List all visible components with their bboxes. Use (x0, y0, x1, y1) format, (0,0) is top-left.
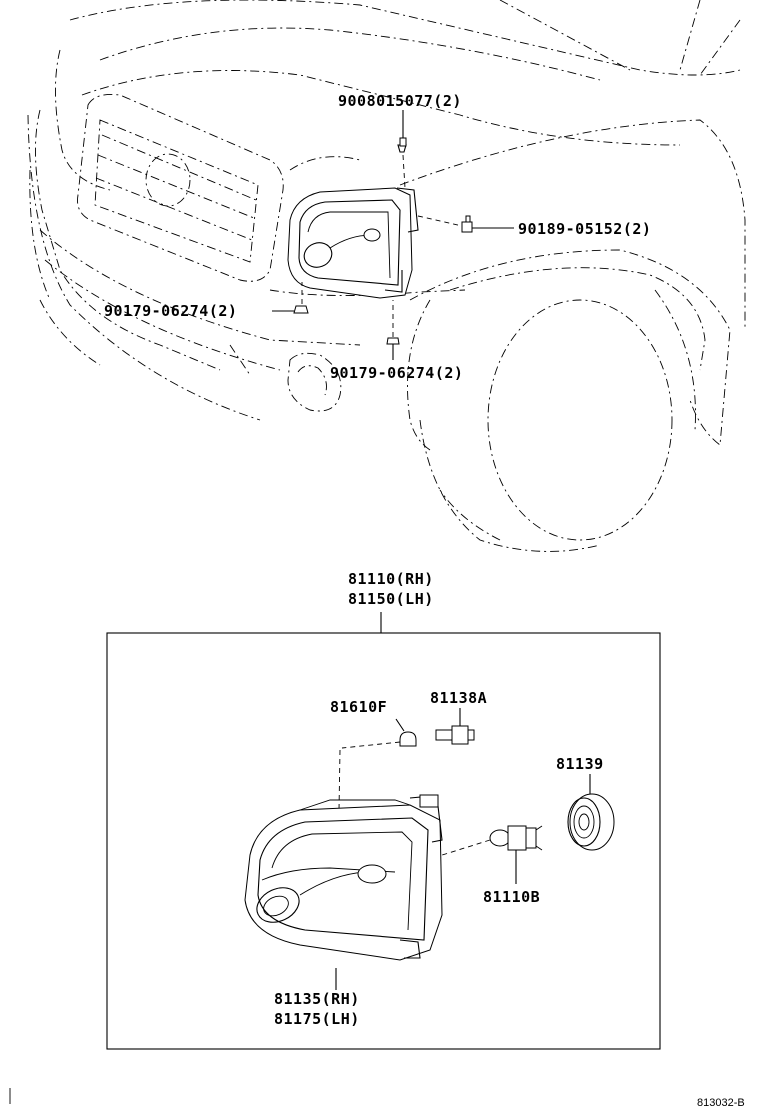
clip-right-icon (417, 215, 514, 233)
label-clip-right: 90189-05152(2) (518, 220, 651, 238)
nut-bottom-icon (386, 300, 400, 360)
label-unit-rh: 81135(RH) (274, 990, 360, 1008)
figure-code: 813032-B (697, 1097, 745, 1109)
bulb-small-icon (435, 708, 475, 745)
label-cover: 81139 (556, 755, 604, 773)
nut-left-icon (272, 282, 309, 314)
cover-icon (567, 774, 615, 851)
installed-headlamp (287, 187, 419, 299)
vehicle-front-illustration (27, 0, 746, 552)
bolt-top-icon (397, 110, 407, 189)
label-socket: 81610F (330, 698, 387, 716)
label-bolt-top: 9008015077(2) (338, 92, 462, 110)
label-bulb-small: 81138A (430, 689, 487, 707)
headlamp-unit (244, 794, 443, 990)
label-unit-lh: 81175(LH) (274, 1010, 360, 1028)
label-assy-lh: 81150(LH) (348, 590, 434, 608)
label-bulb-main: 81110B (483, 888, 540, 906)
bulb-main-icon (419, 825, 543, 884)
assembly-box (106, 632, 661, 1050)
label-nut-bottom: 90179-06274(2) (330, 364, 463, 382)
label-nut-left: 90179-06274(2) (104, 302, 237, 320)
label-assy-rh: 81110(RH) (348, 570, 434, 588)
